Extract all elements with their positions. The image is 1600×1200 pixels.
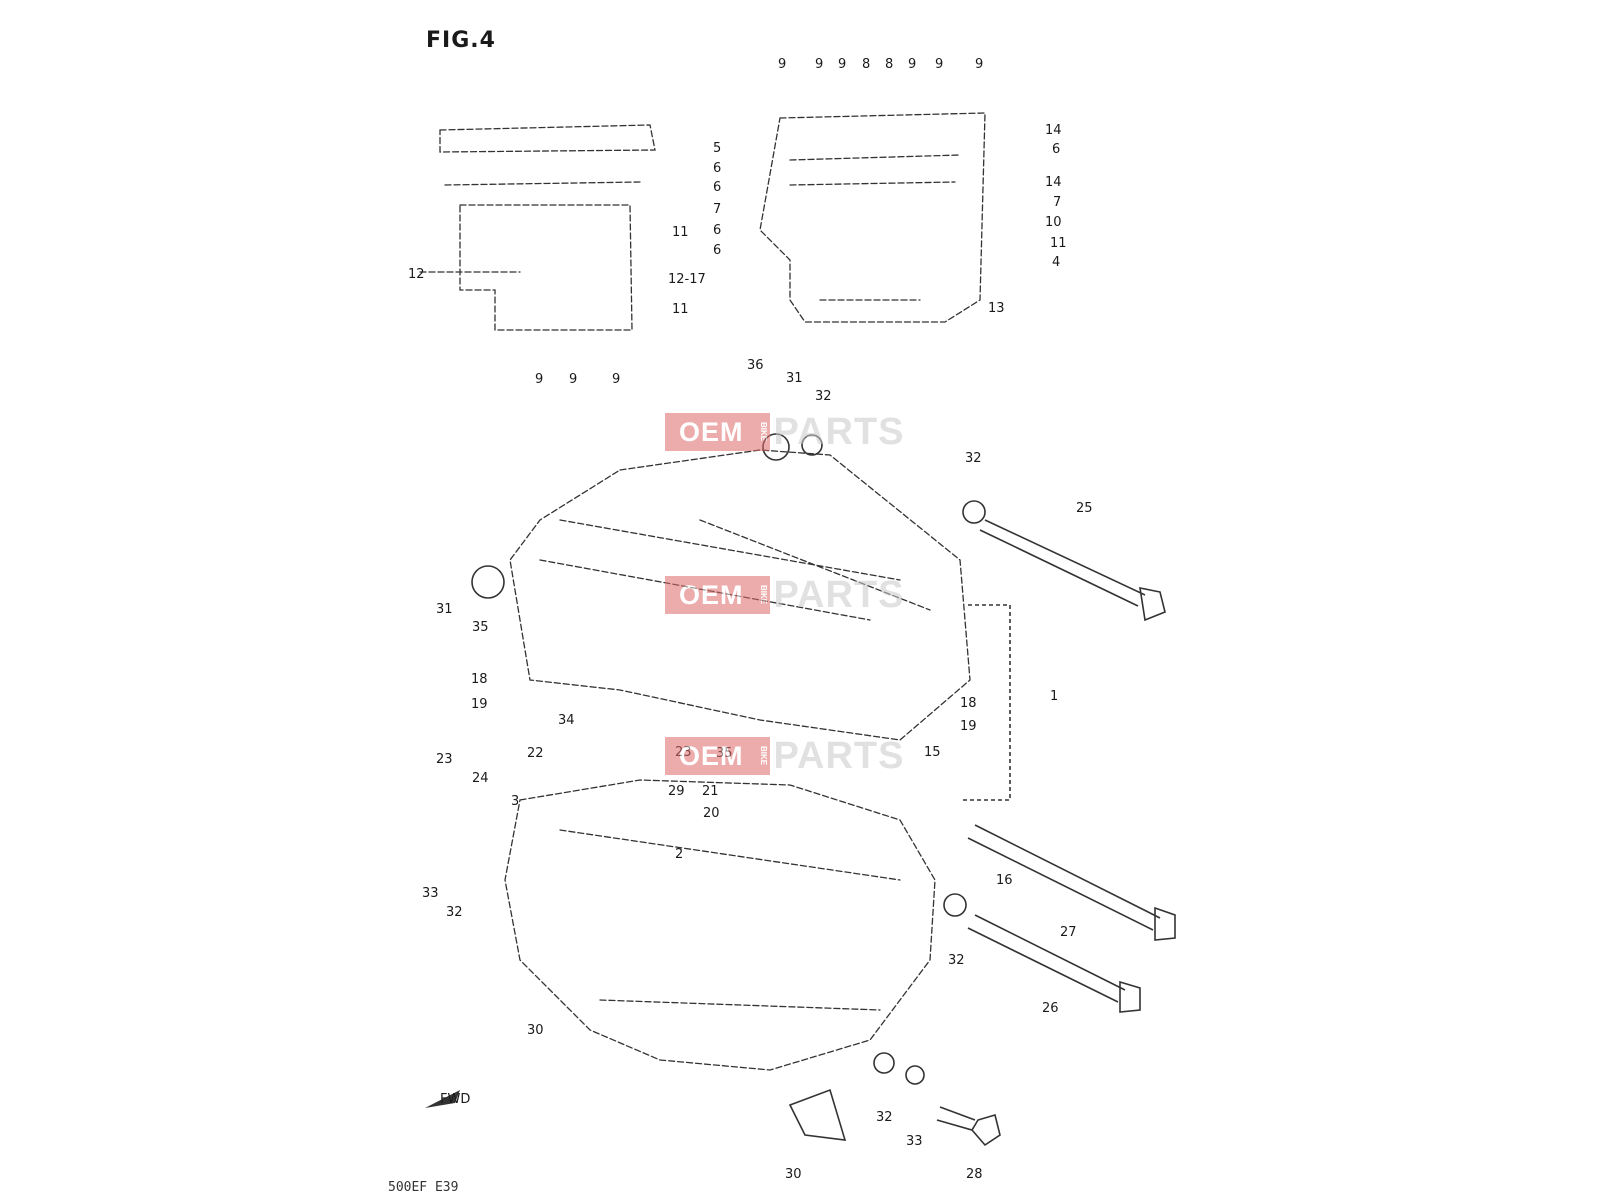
callout-label: 11: [1050, 236, 1067, 251]
callout-label: 9: [838, 57, 846, 72]
callout-label: 9: [569, 372, 577, 387]
bolt-27: [967, 824, 1176, 941]
callout-label: 23: [436, 752, 453, 767]
callout-label: 14: [1045, 123, 1062, 138]
watermark-parts: PARTS: [773, 734, 905, 777]
callout-label: 20: [703, 806, 720, 821]
callout-label: 6: [713, 223, 721, 238]
callout-label: 16: [996, 873, 1013, 888]
callout-label: 30: [527, 1023, 544, 1038]
washer-32d: [873, 1052, 895, 1074]
callout-label: 14: [1045, 175, 1062, 190]
callout-label: 1: [1050, 689, 1058, 704]
callout-label: 4: [1052, 255, 1060, 270]
callout-label: 9: [778, 57, 786, 72]
callout-label: 12-17: [668, 272, 706, 287]
callout-label: 25: [1076, 501, 1093, 516]
inset-side-view: [419, 124, 656, 331]
bolt-25: [979, 519, 1166, 622]
callout-label: 3: [511, 794, 519, 809]
callout-label: 31: [436, 602, 453, 617]
lower-crankcase: [504, 779, 936, 1071]
figure-title: FIG.4: [426, 28, 496, 53]
callout-label: 8: [862, 57, 870, 72]
watermark-tag: BIKE: [757, 737, 770, 775]
callout-label: 18: [471, 672, 488, 687]
upper-crankcase: [509, 449, 971, 741]
watermark-oem: OEM: [665, 413, 758, 451]
seal-35: [471, 565, 505, 599]
watermark-parts: PARTS: [773, 573, 905, 616]
callout-label: 36: [747, 358, 764, 373]
watermark-tag: BIKE: [757, 413, 770, 451]
bolt-26: [967, 914, 1141, 1013]
callout-label: 29: [668, 784, 685, 799]
watermark-parts: PARTS: [773, 410, 905, 453]
callout-label: 8: [885, 57, 893, 72]
callout-label: 32: [815, 389, 832, 404]
callout-label: 9: [535, 372, 543, 387]
callout-label: 28: [966, 1167, 983, 1182]
inset-bottom-view: [759, 112, 986, 323]
watermark-bottom: OEM BIKE PARTS: [665, 734, 905, 777]
bracket-30: [788, 1088, 847, 1141]
front-marker-label: FWD: [440, 1092, 470, 1107]
washer-32a: [801, 434, 823, 456]
callout-label: 22: [527, 746, 544, 761]
callout-label: 6: [713, 161, 721, 176]
arrow-icon: [425, 1090, 460, 1108]
callout-label: 30: [785, 1167, 802, 1182]
callout-label: 24: [472, 771, 489, 786]
callout-label: 9: [935, 57, 943, 72]
callout-label: 11: [672, 225, 689, 240]
callout-label: 10: [1045, 215, 1062, 230]
callout-label: 33: [906, 1134, 923, 1149]
callout-label: 32: [446, 905, 463, 920]
watermark-oem: OEM: [665, 737, 758, 775]
callout-label: 18: [960, 696, 977, 711]
callout-label: 31: [786, 371, 803, 386]
watermark-oem: OEM: [665, 576, 758, 614]
front-arrow: FWD: [425, 1090, 470, 1108]
callout-label: 13: [988, 301, 1005, 316]
callout-label: 7: [1053, 195, 1061, 210]
callout-label: 2: [675, 847, 683, 862]
callout-label: 6: [713, 180, 721, 195]
watermark-tag: BIKE: [757, 576, 770, 614]
callout-label: 12: [408, 267, 425, 282]
callout-label: 9: [908, 57, 916, 72]
callout-label: 9: [975, 57, 983, 72]
washer-33b: [905, 1065, 925, 1085]
callout-label: 34: [558, 713, 575, 728]
callout-label: 19: [471, 697, 488, 712]
washer-32c: [943, 893, 967, 917]
watermark-top: OEM BIKE PARTS: [665, 410, 905, 453]
callout-label: 5: [713, 141, 721, 156]
callout-label: 6: [713, 243, 721, 258]
watermark-middle: OEM BIKE PARTS: [665, 573, 905, 616]
callout-label: 9: [815, 57, 823, 72]
washer-32b: [962, 500, 986, 524]
leader-1: [960, 604, 1011, 801]
callout-label: 15: [924, 745, 941, 760]
callout-label: 19: [960, 719, 977, 734]
callout-label: 33: [422, 886, 439, 901]
callout-label: 9: [612, 372, 620, 387]
callout-label: 26: [1042, 1001, 1059, 1016]
callout-label: 32: [965, 451, 982, 466]
callout-label: 11: [672, 302, 689, 317]
callout-label: 6: [1052, 142, 1060, 157]
callout-label: 32: [948, 953, 965, 968]
callout-label: 21: [702, 784, 719, 799]
callout-label: 7: [713, 202, 721, 217]
callout-label: 32: [876, 1110, 893, 1125]
callout-label: 27: [1060, 925, 1077, 940]
drawing-code: 500EF E39: [388, 1180, 459, 1195]
callout-label: 35: [472, 620, 489, 635]
bolt-28: [936, 1106, 1001, 1147]
